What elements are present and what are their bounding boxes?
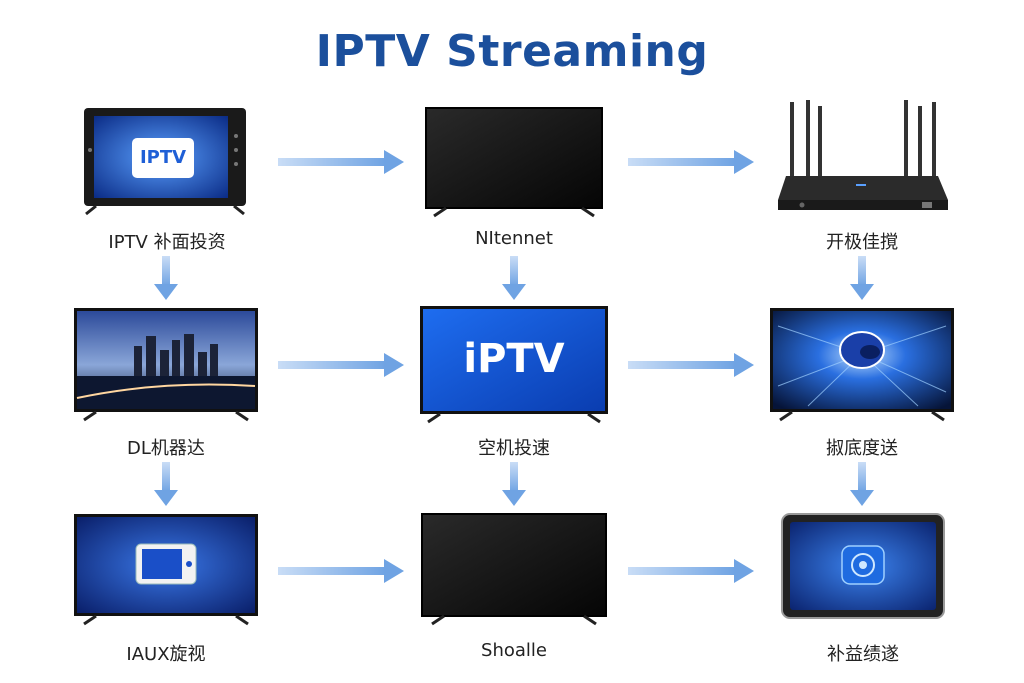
node-black-tv: Shoalle [420, 512, 608, 668]
arrow-right-icon [278, 353, 404, 377]
tv-icon [770, 308, 954, 422]
arrow-right-icon [628, 353, 754, 377]
arrow-right-icon [628, 559, 754, 583]
arrow-down-icon [154, 462, 178, 506]
tv-icon [84, 108, 246, 216]
diagram-title: IPTV Streaming [315, 26, 709, 77]
arrow-down-icon [502, 462, 526, 506]
node-label: 空机投速 [478, 438, 550, 459]
arrow-right-icon [278, 150, 404, 174]
node-label: DL机器达 [127, 438, 205, 459]
node-label: NItennet [475, 228, 553, 249]
node-label: IPTV 补面投资 [108, 232, 226, 253]
node-router: 开极佳撹 [772, 96, 952, 256]
node-internet-tv: NItennet [424, 106, 604, 256]
node-label: 补益绩遂 [827, 644, 899, 665]
node-speed-tv: 掓底度送 [768, 306, 956, 462]
node-label: Shoalle [481, 640, 547, 661]
node-iptv-tv: IPTV IPTV 补面投资 [82, 106, 252, 256]
screen-logo-text: iPTV [463, 336, 565, 382]
tablet-icon [781, 513, 945, 619]
node-city-tv: DL机器达 [72, 306, 260, 462]
tv-icon [425, 107, 603, 218]
node-label: IAUX旋视 [126, 644, 206, 665]
arrow-down-icon [850, 462, 874, 506]
screen-logo-text: IPTV [139, 147, 187, 168]
tv-icon [74, 514, 258, 626]
node-device-tv: IAUX旋视 [72, 512, 260, 668]
node-label: 掓底度送 [826, 438, 898, 459]
arrow-right-icon [628, 150, 754, 174]
node-tablet: 补益绩遂 [780, 512, 946, 668]
arrow-down-icon [850, 256, 874, 300]
tv-icon [421, 513, 607, 626]
arrow-right-icon [278, 559, 404, 583]
tv-icon [74, 308, 258, 422]
node-label: 开极佳撹 [826, 232, 898, 253]
arrow-down-icon [154, 256, 178, 300]
tv-icon [420, 306, 608, 424]
arrow-down-icon [502, 256, 526, 300]
node-iptv-center-tv: iPTV 空机投速 [418, 304, 610, 462]
router-icon [778, 100, 948, 210]
